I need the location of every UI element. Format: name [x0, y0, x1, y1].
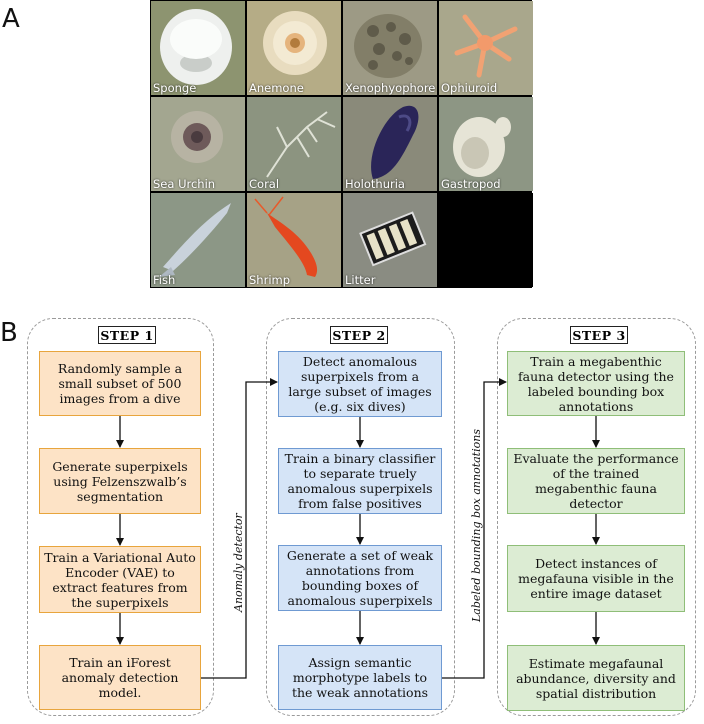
shrimp-icon: [247, 193, 341, 287]
empty-cell: [439, 193, 533, 287]
cell-label: Ophiuroid: [441, 81, 498, 95]
labeled-bbox-label: Labeled bounding box annotations: [470, 429, 483, 622]
step-2-box-4: Assign semantic morphotype labels to the…: [278, 645, 442, 710]
step-1-title: STEP 1: [98, 326, 156, 344]
litter-icon: [343, 193, 437, 287]
cell-shrimp: Shrimp: [247, 193, 341, 287]
step-2-title: STEP 2: [330, 326, 388, 344]
xenophyophore-icon: [343, 1, 437, 95]
anemone-icon: [247, 1, 341, 95]
step-3-title: STEP 3: [570, 326, 628, 344]
cell-label: Gastropod: [441, 177, 501, 191]
sponge-icon: [151, 1, 245, 95]
cell-label: Anemone: [249, 81, 304, 95]
step-1-box-2: Generate superpixels using Felzenszwalb’…: [39, 448, 201, 514]
cell-label: Litter: [345, 273, 376, 287]
cell-sponge: Sponge: [151, 1, 245, 95]
species-image-grid: Sponge Anemone Xenophyophore: [150, 0, 533, 288]
coral-icon: [247, 97, 341, 191]
step-2-box-2: Train a binary classifier to separate tr…: [278, 448, 442, 514]
cell-fish: Fish: [151, 193, 245, 287]
cell-ophiuroid: Ophiuroid: [439, 1, 533, 95]
cell-litter: Litter: [343, 193, 437, 287]
panel-b-letter: B: [0, 318, 18, 348]
cell-holothuria: Holothuria: [343, 97, 437, 191]
cell-label: Shrimp: [249, 273, 291, 287]
cell-label: Sponge: [153, 81, 197, 95]
cell-label: Xenophyophore: [345, 81, 436, 95]
cell-label: Fish: [153, 273, 176, 287]
holothuria-icon: [343, 97, 437, 191]
step-2-box-3: Generate a set of weak annotations from …: [278, 545, 442, 611]
cell-gastropod: Gastropod: [439, 97, 533, 191]
step-1-box-3: Train a Variational Auto Encoder (VAE) t…: [39, 546, 201, 613]
step-1-box-1: Randomly sample a small subset of 500 im…: [39, 351, 201, 416]
step-1-box-4: Train an iForest anomaly detection model…: [39, 645, 201, 710]
cell-label: Sea Urchin: [153, 177, 216, 191]
cell-xenophyophore: Xenophyophore: [343, 1, 437, 95]
ophiuroid-icon: [439, 1, 533, 95]
step-3-box-2: Evaluate the performance of the trained …: [507, 448, 685, 514]
cell-coral: Coral: [247, 97, 341, 191]
fish-icon: [151, 193, 245, 287]
cell-sea-urchin: Sea Urchin: [151, 97, 245, 191]
step-3-box-1: Train a megabenthic fauna detector using…: [507, 351, 685, 416]
panel-a-letter: A: [2, 4, 20, 34]
cell-label: Coral: [249, 177, 280, 191]
anomaly-detector-label: Anomaly detector: [232, 513, 245, 612]
cell-anemone: Anemone: [247, 1, 341, 95]
step-3-box-4: Estimate megafaunal abundance, diversity…: [507, 645, 685, 711]
step-2-box-1: Detect anomalous superpixels from a larg…: [278, 351, 442, 417]
cell-label: Holothuria: [345, 177, 405, 191]
sea-urchin-icon: [151, 97, 245, 191]
step-3-box-3: Detect instances of megafauna visible in…: [507, 545, 685, 612]
gastropod-icon: [439, 97, 533, 191]
